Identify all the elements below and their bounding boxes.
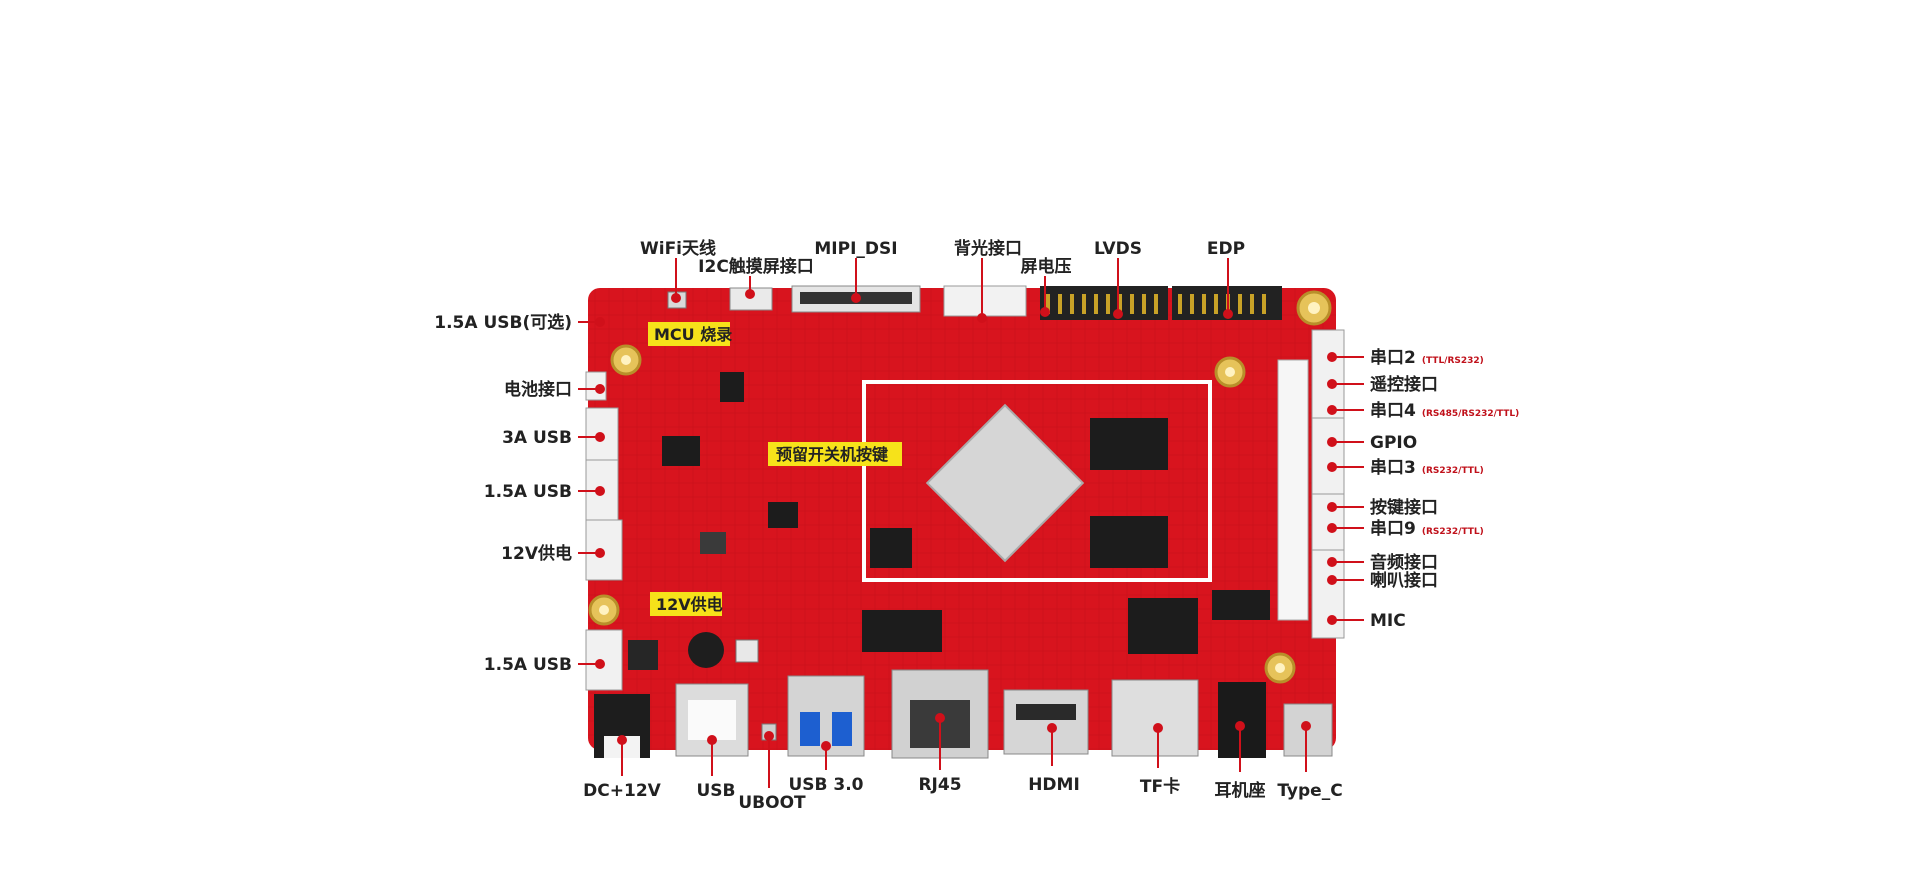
label-12v-left: 12V供电 (501, 543, 572, 564)
label-backlight: 背光接口 (954, 238, 1022, 259)
label-usb-optional: 1.5A USB(可选) (434, 313, 572, 333)
label-typec: Type_C (1277, 781, 1342, 801)
label-usb-15a-1: 1.5A USB (484, 482, 572, 502)
capacitor (688, 632, 724, 668)
label-edp: EDP (1207, 239, 1245, 259)
core-module-outline (862, 380, 1212, 582)
label-uart3: 串口3(RS232/TTL) (1370, 457, 1484, 478)
earphone-jack (1218, 682, 1266, 758)
soc-chip (925, 403, 1085, 563)
power-key-tag (768, 442, 902, 466)
ic-chip (662, 436, 700, 466)
label-remote: 遥控接口 (1370, 374, 1438, 395)
label-usb3: USB 3.0 (788, 775, 863, 795)
label-dc: DC+12V (583, 781, 661, 801)
ic-chip (1128, 598, 1198, 654)
backlight-connector (943, 285, 1027, 317)
tf-card-slot (1111, 679, 1199, 757)
ic-chip (870, 528, 912, 568)
ic-chip (1212, 590, 1270, 620)
label-speaker: 喇叭接口 (1370, 570, 1438, 591)
label-audio: 音频接口 (1370, 552, 1438, 573)
memory-chip (1090, 418, 1168, 470)
label-gpio: GPIO (1370, 433, 1417, 453)
label-rj45: RJ45 (918, 775, 961, 795)
label-battery: 电池接口 (504, 379, 572, 400)
label-mcu-burn: MCU 烧录 (654, 325, 732, 344)
label-i2c: I2C触摸屏接口 (698, 256, 814, 277)
ic-chip (720, 372, 744, 402)
power-12v-tag (650, 592, 722, 616)
label-usb-3a: 3A USB (502, 428, 572, 448)
label-power-key: 预留开关机按键 (776, 445, 888, 464)
label-uart4: 串口4(RS485/RS232/TTL) (1370, 400, 1519, 421)
memory-chip (1090, 516, 1168, 568)
right-connector (1311, 329, 1345, 419)
right-connector (1311, 417, 1345, 495)
ic-chip (862, 610, 942, 652)
label-screen-voltage: 屏电压 (1021, 256, 1072, 277)
left-connector (585, 629, 623, 691)
label-uart2: 串口2(TTL/RS232) (1370, 347, 1484, 368)
right-connector (1277, 359, 1309, 621)
label-12v-board: 12V供电 (656, 595, 723, 614)
label-mipi: MIPI_DSI (814, 239, 897, 259)
label-usb-15a-2: 1.5A USB (484, 655, 572, 675)
inductor (628, 640, 658, 670)
inductor (700, 532, 726, 554)
label-key: 按键接口 (1370, 497, 1438, 518)
label-uart9: 串口9(RS232/TTL) (1370, 518, 1484, 539)
hdmi-port (1003, 689, 1089, 755)
right-connector (1311, 493, 1345, 551)
label-uboot: UBOOT (738, 793, 806, 813)
label-mic: MIC (1370, 611, 1406, 631)
label-hdmi: HDMI (1028, 775, 1080, 795)
label-tf: TF卡 (1140, 776, 1180, 797)
switch (735, 639, 759, 663)
label-usb: USB (696, 781, 735, 801)
mcu-burn-tag (648, 322, 730, 346)
label-wifi: WiFi天线 (640, 238, 716, 259)
ic-chip (768, 502, 798, 528)
label-earphone: 耳机座 (1215, 780, 1266, 801)
label-lvds: LVDS (1094, 239, 1142, 259)
